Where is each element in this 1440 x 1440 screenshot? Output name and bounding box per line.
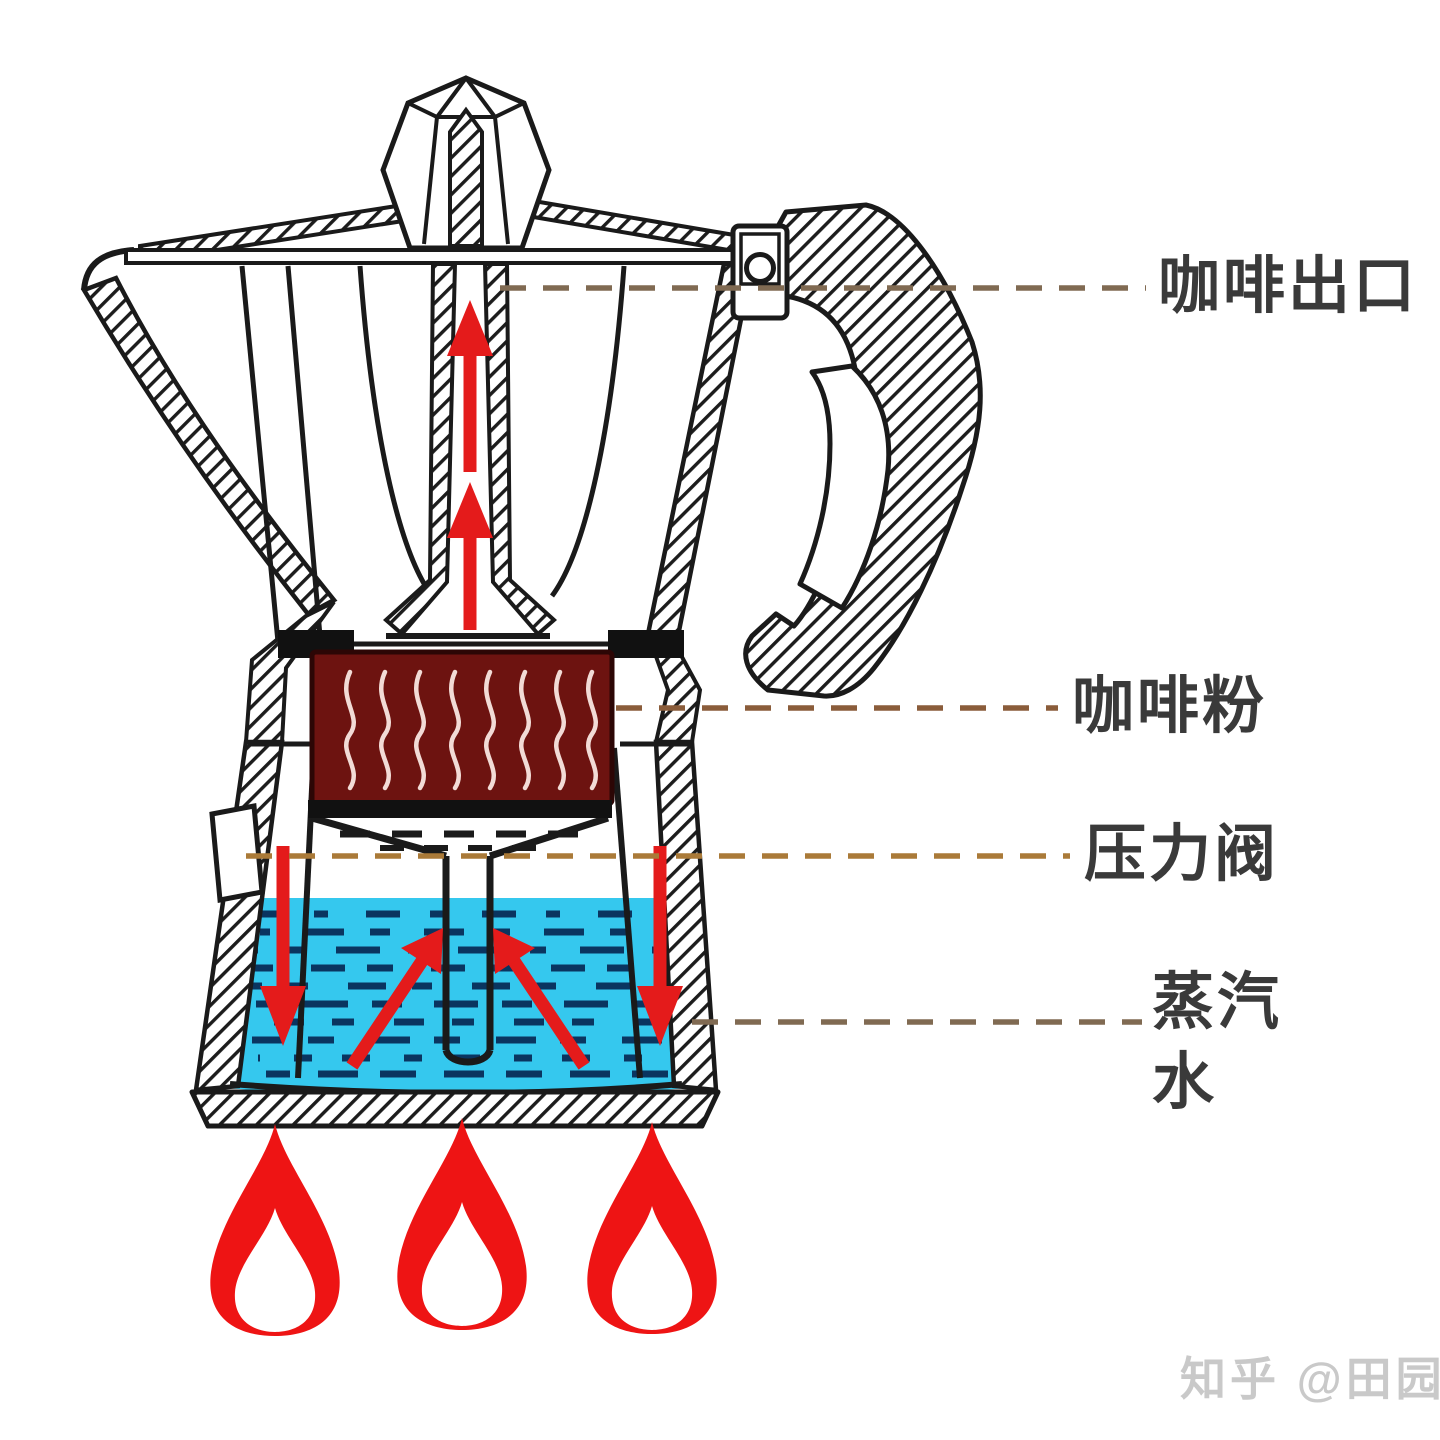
- pressure-valve-bump: [209, 803, 265, 903]
- label-pressure-valve: 压力阀: [1084, 820, 1280, 889]
- diagonal-arrow-icon: [493, 928, 590, 1070]
- flame-icon: [210, 1124, 340, 1336]
- pot-knob: [380, 75, 552, 251]
- leader-lines: [246, 285, 1146, 1025]
- up-arrow-icon: [447, 482, 493, 630]
- hinge-pin: [730, 223, 790, 321]
- pot-handle: [743, 202, 983, 699]
- watermark: 知乎 @田园: [1180, 1353, 1440, 1405]
- flame-icon: [397, 1118, 527, 1330]
- gasket-right: [608, 630, 684, 658]
- down-arrow-icon: [260, 846, 306, 1046]
- upper-chamber: [80, 247, 755, 650]
- water: [212, 898, 704, 1096]
- label-coffee-grounds: 咖啡粉: [1072, 672, 1268, 741]
- diagonal-arrow-icon: [346, 928, 443, 1070]
- steam-waves: [344, 669, 598, 791]
- pot-lid: [124, 195, 746, 265]
- funnel: [311, 814, 610, 1066]
- up-arrow-icon: [447, 300, 493, 472]
- coffee-basket: [278, 630, 684, 818]
- flame-icon: [587, 1122, 717, 1334]
- label-steam-water-line2: 水: [1152, 1048, 1218, 1117]
- label-steam-water-line1: 蒸汽: [1152, 968, 1283, 1037]
- label-coffee-outlet: 咖啡出口: [1158, 252, 1419, 321]
- down-arrow-icon: [637, 846, 683, 1046]
